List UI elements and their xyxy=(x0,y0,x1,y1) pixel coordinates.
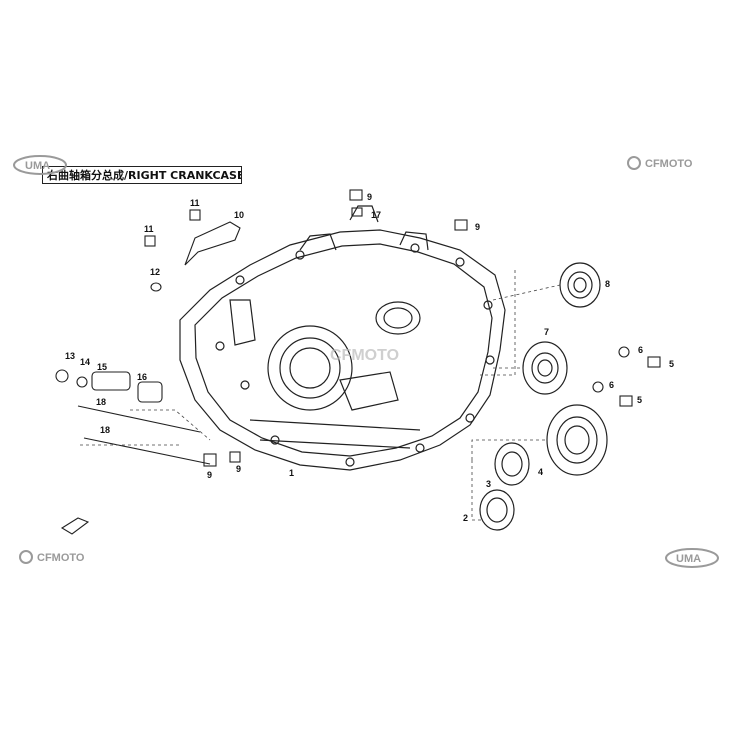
watermark-text: CFMOTO xyxy=(330,347,399,364)
callout-14: 14 xyxy=(80,357,90,367)
washer-6-bottom xyxy=(592,381,604,393)
callout-6-top: 6 xyxy=(638,345,643,355)
uma-logo-text-bottom: UMA xyxy=(676,553,701,565)
callout-11-left: 11 xyxy=(144,224,154,234)
diagram-title: 右曲轴箱分总成/RIGHT CRANKCASE xyxy=(42,166,242,184)
crankcase-body xyxy=(179,205,506,471)
callout-2: 2 xyxy=(463,513,468,523)
callout-9-right: 9 xyxy=(475,222,480,232)
bearing-3 xyxy=(494,442,530,486)
callout-3: 3 xyxy=(486,479,491,489)
callout-9-bottom-right: 9 xyxy=(236,464,241,474)
callout-12: 12 xyxy=(150,267,160,277)
callout-10: 10 xyxy=(234,210,244,220)
cfmoto-logo-top: CFMOTO xyxy=(627,156,693,170)
uma-logo-top: UMA xyxy=(13,155,67,175)
callout-18-upper: 18 xyxy=(96,397,106,407)
pin-17 xyxy=(351,207,363,217)
bearing-4 xyxy=(546,404,608,476)
spring-15 xyxy=(91,371,131,391)
bracket-10 xyxy=(184,221,241,266)
callout-4: 4 xyxy=(538,467,543,477)
plug-9-bottom-right xyxy=(229,451,241,463)
bolt-18-upper xyxy=(77,405,201,433)
small-parts xyxy=(55,189,661,535)
callout-18-lower: 18 xyxy=(100,425,110,435)
cfmoto-logo-bottom: CFMOTO xyxy=(19,550,85,564)
clip-13 xyxy=(55,369,69,383)
uma-logo-text-top: UMA xyxy=(25,160,50,172)
uma-logo-bottom: UMA xyxy=(665,548,719,568)
bearings xyxy=(479,262,608,531)
bolt-11-top xyxy=(189,209,201,221)
part-16 xyxy=(137,381,163,403)
callout-1: 1 xyxy=(289,468,294,478)
callout-13: 13 xyxy=(65,351,75,361)
callout-7: 7 xyxy=(544,327,549,337)
callout-9-bottom-left: 9 xyxy=(207,470,212,480)
arrow-icon xyxy=(60,517,90,535)
callout-8: 8 xyxy=(605,279,610,289)
callout-11-top: 11 xyxy=(190,198,200,208)
bearing-2 xyxy=(479,489,515,531)
plug-9-bottom-left xyxy=(203,453,217,467)
washer-6-top xyxy=(618,346,630,358)
bearing-8 xyxy=(559,262,601,308)
part-12 xyxy=(150,282,162,292)
plug-9-right xyxy=(454,219,468,231)
leader-lines xyxy=(80,270,561,521)
washer-14 xyxy=(76,376,88,388)
callout-9-top: 9 xyxy=(367,192,372,202)
cfmoto-logo-text-bottom: CFMOTO xyxy=(37,552,85,564)
bolt-11-left xyxy=(144,235,156,247)
callout-6-bottom: 6 xyxy=(609,380,614,390)
bolt-18-lower xyxy=(83,437,211,465)
callout-5-bottom: 5 xyxy=(637,395,642,405)
bolt-5-top xyxy=(647,356,661,368)
callout-17: 17 xyxy=(371,210,381,220)
callout-5-top: 5 xyxy=(669,359,674,369)
cfmoto-logo-text-top: CFMOTO xyxy=(645,158,693,170)
callout-15: 15 xyxy=(97,362,107,372)
plug-9-top xyxy=(349,189,363,201)
callout-16: 16 xyxy=(137,372,147,382)
bearing-7 xyxy=(522,341,568,395)
callout-labels: 1 2 3 4 5 5 6 6 7 8 9 9 9 9 10 11 11 12 … xyxy=(65,192,674,523)
bolt-5-bottom xyxy=(619,395,633,407)
